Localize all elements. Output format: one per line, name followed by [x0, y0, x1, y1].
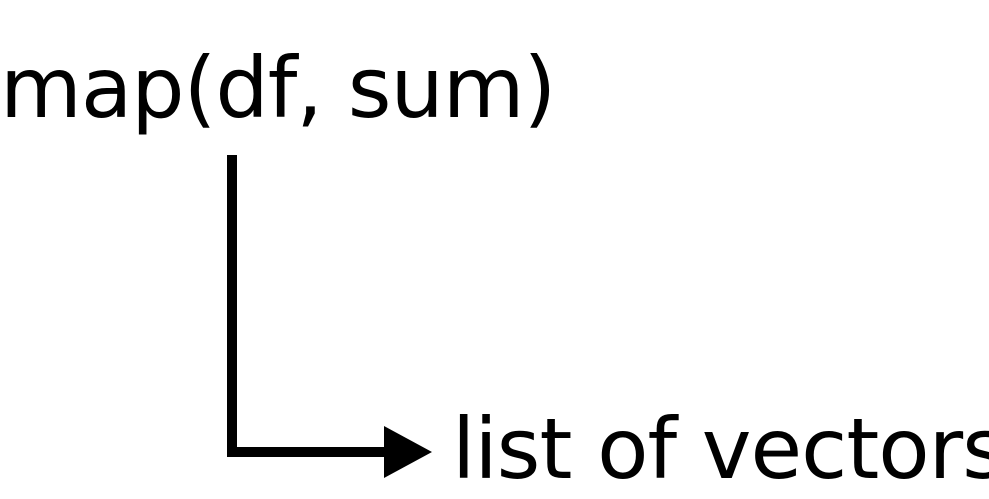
- arrow-shaft: [227, 155, 392, 457]
- result-label: list of vectors: [452, 400, 989, 498]
- map-expression: map(df, sum): [0, 39, 556, 137]
- arrow-head-icon: [384, 426, 432, 478]
